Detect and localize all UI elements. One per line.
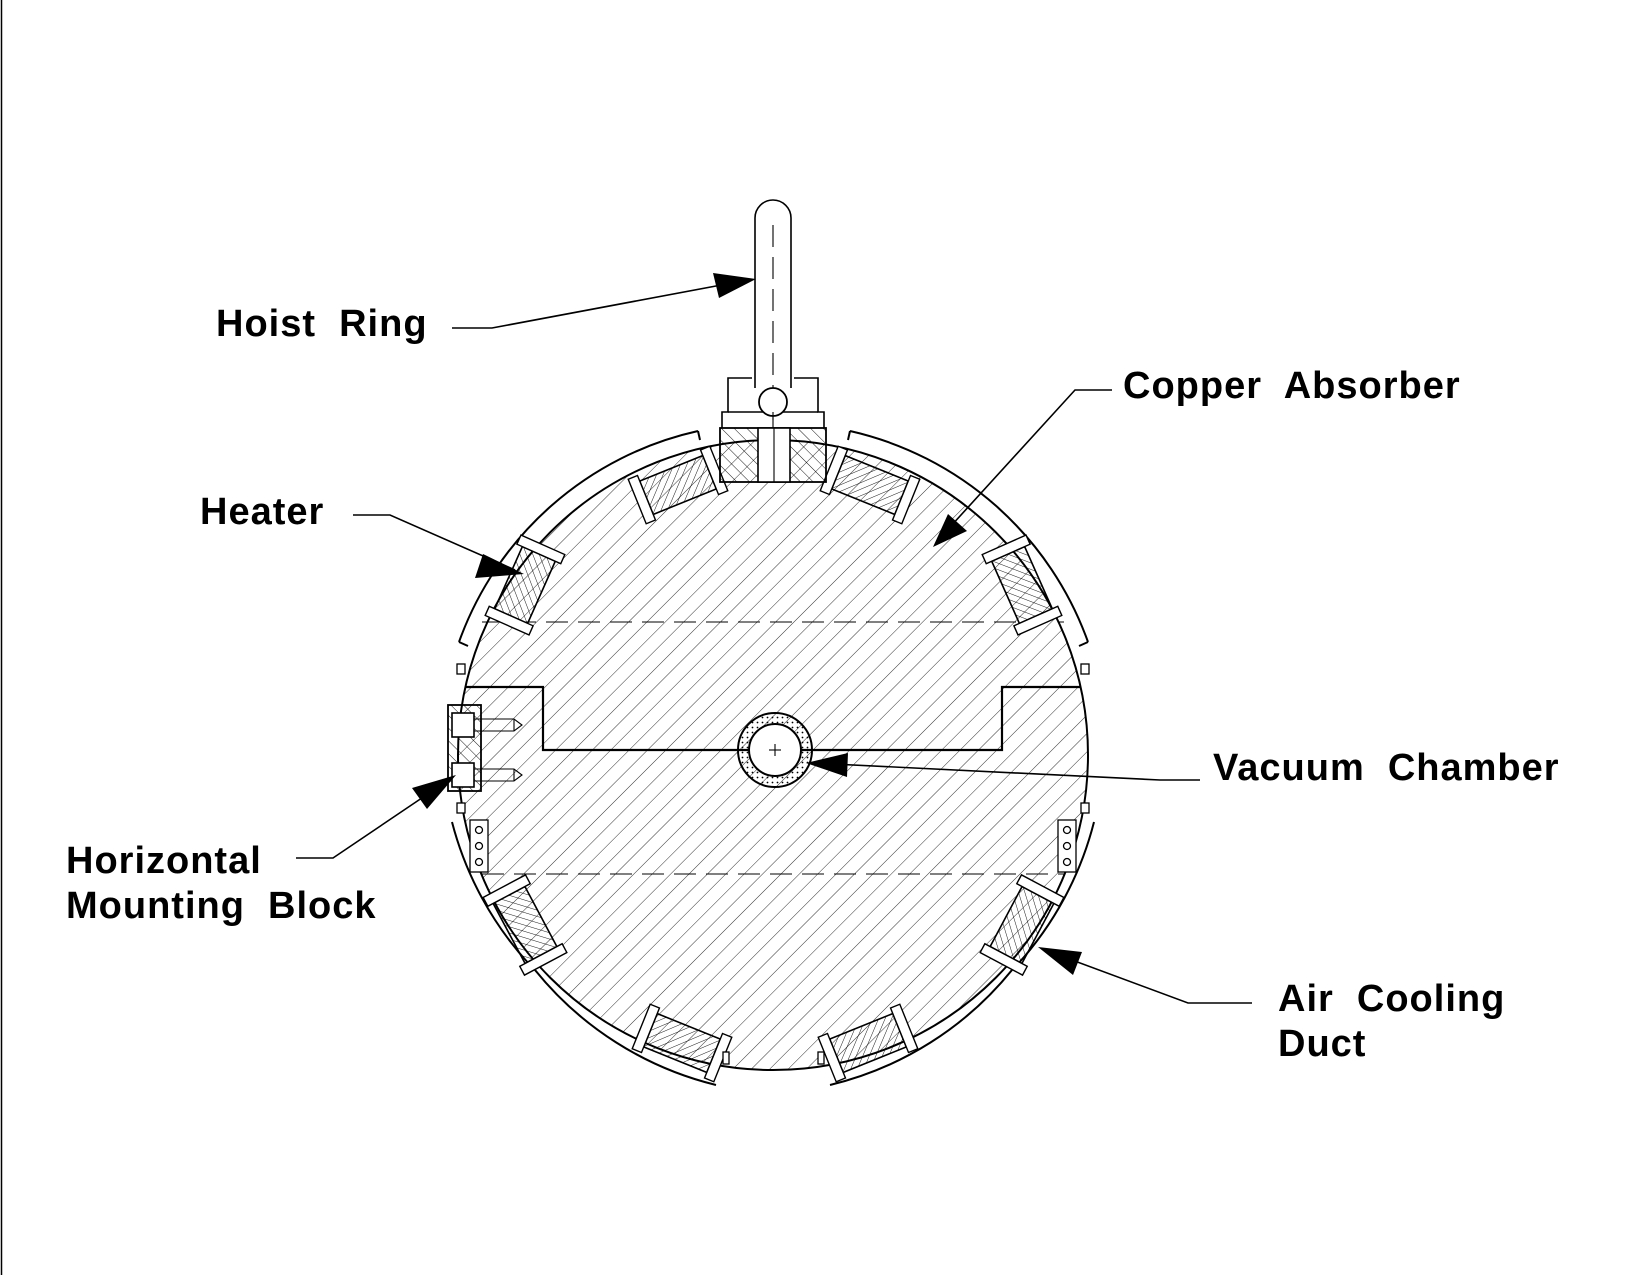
heater-bottom-right xyxy=(817,1003,919,1083)
label-horizontal-mounting-block-line1: Horizontal xyxy=(66,840,262,882)
hoist-ring-leader xyxy=(452,273,756,329)
label-copper-absorber: Copper Absorber xyxy=(1123,365,1461,407)
heater-left xyxy=(484,534,566,636)
heater-top-right xyxy=(819,445,921,525)
heater-leader xyxy=(353,514,524,578)
heater-lower-right xyxy=(979,873,1065,977)
label-hoist-ring: Hoist Ring xyxy=(216,303,428,345)
label-air-cooling-duct-line2: Duct xyxy=(1278,1023,1366,1065)
label-vacuum-chamber: Vacuum Chamber xyxy=(1213,747,1560,789)
vacuum-chamber xyxy=(737,712,813,788)
hoist-ring xyxy=(719,199,827,483)
label-heater: Heater xyxy=(200,491,324,533)
label-air-cooling-duct-line1: Air Cooling xyxy=(1278,978,1505,1020)
duct-fasteners xyxy=(456,663,1090,1065)
heater-lower-left xyxy=(482,873,568,977)
copper-absorber-leader xyxy=(933,389,1112,547)
vacuum-chamber-leader xyxy=(806,753,1200,781)
duct-vent-holes-right xyxy=(1057,819,1077,873)
heater-bottom-left xyxy=(631,1003,733,1083)
heater-right xyxy=(981,534,1063,636)
label-horizontal-mounting-block-line2: Mounting Block xyxy=(66,885,377,927)
air-cooling-duct-leader xyxy=(1038,947,1252,1004)
horizontal-mounting-block-leader xyxy=(296,775,456,859)
duct-vent-holes-left xyxy=(469,819,489,873)
